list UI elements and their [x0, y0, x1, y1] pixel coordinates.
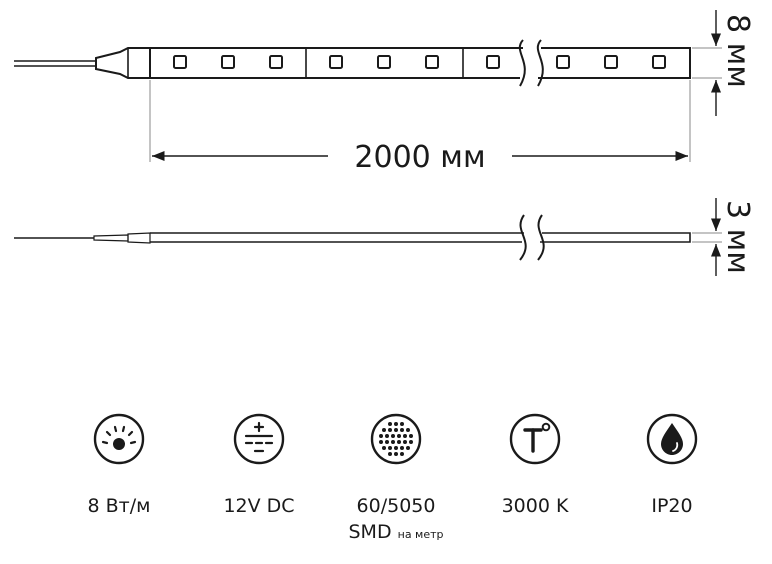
strip-side-view: [14, 214, 691, 261]
dc-voltage-icon: [233, 413, 285, 465]
thickness-dimension: 3 мм: [692, 198, 755, 276]
leds-sublabel: SMD на метр: [331, 520, 461, 547]
color-temperature-icon: [509, 413, 561, 465]
led-chips: [173, 55, 666, 69]
voltage-label: 12V DC: [223, 495, 295, 517]
power-label: 8 Вт/м: [87, 495, 151, 517]
leds-per-meter: на метр: [397, 528, 444, 541]
brightness-icon: [93, 413, 145, 465]
width-dimension: 8 мм: [692, 10, 755, 116]
leds-label: 60/5050: [356, 495, 436, 517]
length-label: 2000 мм: [354, 140, 485, 175]
water-drop-icon: [646, 413, 698, 465]
led-matrix-icon: [370, 413, 422, 465]
strip-top-view: [14, 39, 691, 87]
protection-label: IP20: [651, 495, 693, 517]
width-label: 8 мм: [720, 14, 755, 88]
thickness-label: 3 мм: [720, 200, 755, 274]
leds-type: SMD: [348, 521, 392, 543]
length-dimension: 2000 мм: [149, 80, 691, 175]
color-temperature-label: 3000 K: [501, 495, 569, 517]
